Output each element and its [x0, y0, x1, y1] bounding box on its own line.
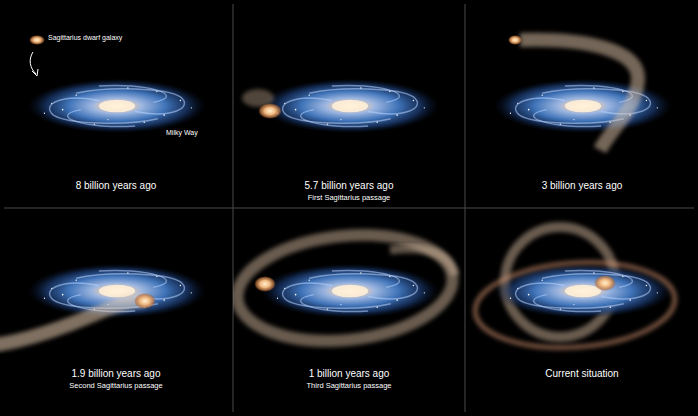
time-caption: 8 billion years ago [76, 180, 157, 192]
passage-caption: Third Sagittarius passage [306, 382, 391, 391]
galaxy-label: Milky Way [166, 129, 198, 137]
passage-caption: First Sagittarius passage [308, 194, 391, 203]
time-caption: 1.9 billion years ago [72, 368, 161, 380]
passage-caption: Second Sagittarius passage [69, 382, 162, 391]
time-caption: Current situation [545, 368, 618, 380]
time-caption: 5.7 billion years ago [305, 180, 394, 192]
galaxy-label: Sagittarius dwarf galaxy [48, 34, 122, 42]
time-caption: 3 billion years ago [542, 180, 623, 192]
time-caption: 1 billion years ago [309, 368, 390, 380]
